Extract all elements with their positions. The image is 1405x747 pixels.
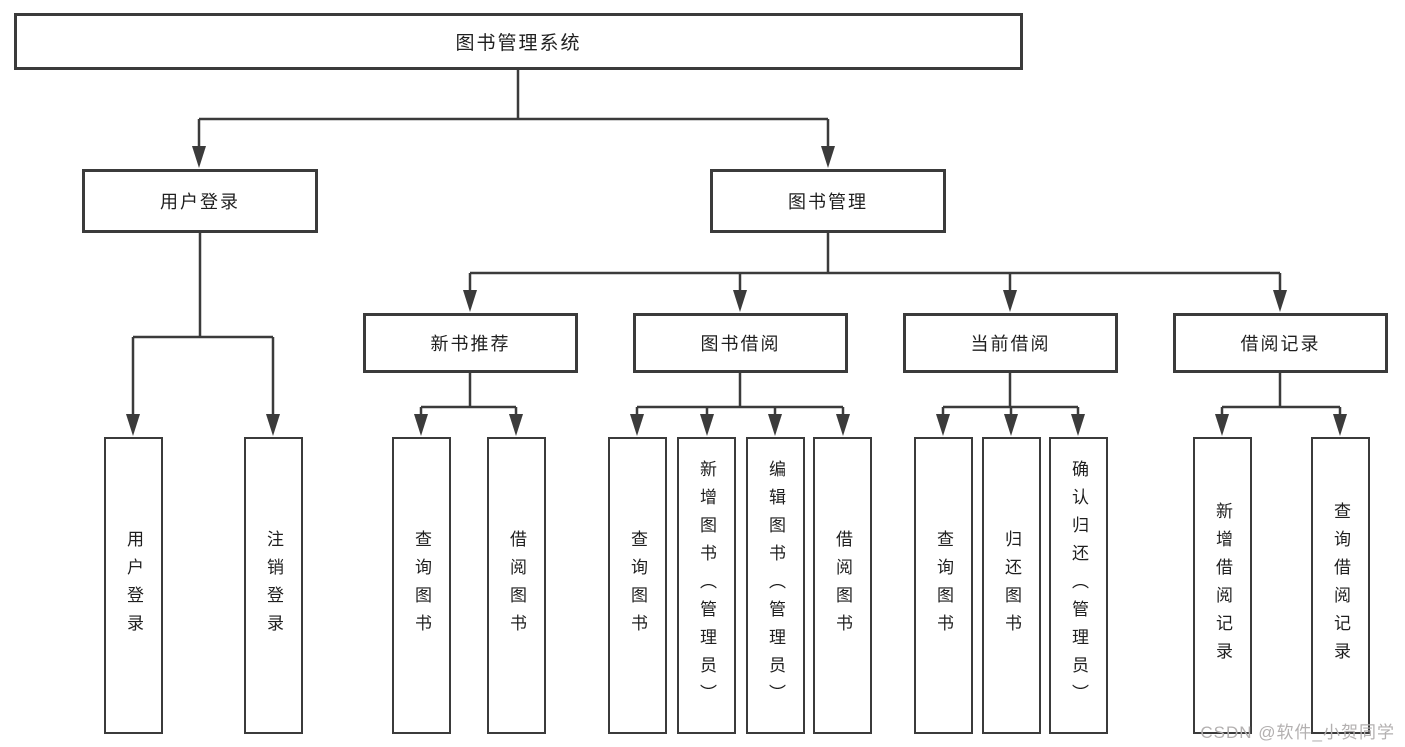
leaf-confirm-return-admin: 确认归还（管理员）: [1049, 437, 1108, 734]
node-label: 归还图书: [1002, 529, 1021, 642]
node-label: 借阅图书: [507, 529, 526, 642]
node-book-borrowing: 图书借阅: [633, 313, 848, 373]
leaf-query-books-current: 查询图书: [914, 437, 973, 734]
watermark: CSDN @软件_小贺同学: [1200, 723, 1395, 742]
node-label: 查询图书: [412, 529, 431, 642]
node-label: 编辑图书（管理员）: [766, 459, 785, 712]
node-label: 用户登录: [160, 192, 240, 212]
node-label: 用户登录: [124, 529, 143, 642]
node-library-management-system: 图书管理系统: [14, 13, 1023, 70]
node-label: 新书推荐: [430, 334, 511, 354]
node-label: 查询图书: [628, 529, 647, 642]
node-current-borrowing: 当前借阅: [903, 313, 1118, 373]
leaf-edit-books-admin: 编辑图书（管理员）: [746, 437, 805, 734]
node-label: 查询借阅记录: [1331, 501, 1350, 670]
node-label: 借阅记录: [1240, 334, 1321, 354]
node-label: 借阅图书: [833, 529, 852, 642]
leaf-user-login: 用户登录: [104, 437, 163, 734]
leaf-return-books: 归还图书: [982, 437, 1041, 734]
node-label: 图书管理系统: [455, 33, 582, 54]
node-label: 新增图书（管理员）: [697, 459, 716, 712]
node-user-login: 用户登录: [82, 169, 318, 233]
node-label: 当前借阅: [970, 334, 1051, 354]
leaf-query-borrow-record: 查询借阅记录: [1311, 437, 1370, 734]
node-label: 查询图书: [934, 529, 953, 642]
node-borrowing-records: 借阅记录: [1173, 313, 1388, 373]
node-label: 图书管理: [788, 192, 868, 212]
leaf-logout: 注销登录: [244, 437, 303, 734]
node-book-management: 图书管理: [710, 169, 946, 233]
node-label: 注销登录: [264, 529, 283, 642]
leaf-add-borrow-record: 新增借阅记录: [1193, 437, 1252, 734]
node-label: 新增借阅记录: [1213, 501, 1232, 670]
leaf-query-books-borrow: 查询图书: [608, 437, 667, 734]
leaf-borrow-books-recommend: 借阅图书: [487, 437, 546, 734]
node-label: 图书借阅: [700, 334, 781, 354]
leaf-query-books-recommend: 查询图书: [392, 437, 451, 734]
leaf-borrow-books: 借阅图书: [813, 437, 872, 734]
node-label: 确认归还（管理员）: [1069, 459, 1088, 712]
node-new-book-recommendation: 新书推荐: [363, 313, 578, 373]
leaf-add-books-admin: 新增图书（管理员）: [677, 437, 736, 734]
